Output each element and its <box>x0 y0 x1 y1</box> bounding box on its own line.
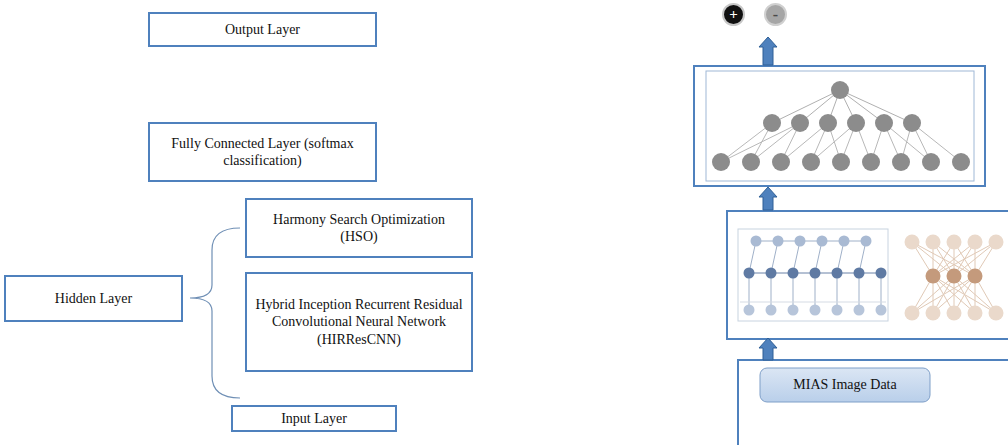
net-node <box>926 306 941 321</box>
net-node <box>854 305 865 316</box>
net-node <box>903 114 921 132</box>
net-node <box>791 114 809 132</box>
net-node <box>847 114 865 132</box>
layer-label: Hybrid Inception Recurrent Residual Conv… <box>255 296 463 349</box>
net-link <box>740 302 886 303</box>
rnn-image-frame <box>738 229 888 321</box>
net-node <box>839 236 850 247</box>
net-node <box>876 268 887 279</box>
net-link <box>881 273 882 310</box>
net-node <box>751 236 762 247</box>
class-symbol: + <box>729 7 738 22</box>
net-node <box>802 153 820 171</box>
net-link <box>749 273 750 310</box>
layer-label: Fully Connected Layer (softmax classific… <box>158 135 367 170</box>
net-node <box>788 305 799 316</box>
net-node <box>862 153 880 171</box>
net-node <box>810 305 821 316</box>
layer-label: Input Layer <box>281 410 347 428</box>
layer-label: Harmony Search Optimization (HSO) <box>255 211 463 246</box>
net-node <box>772 153 790 171</box>
net-link <box>815 273 816 310</box>
net-node <box>989 235 1004 250</box>
net-node <box>817 236 828 247</box>
net-link <box>793 273 794 310</box>
layer-box: Fully Connected Layer (softmax classific… <box>148 122 377 182</box>
cnn-network <box>905 235 1004 321</box>
net-node <box>968 306 983 321</box>
net-node <box>773 236 784 247</box>
net-node <box>947 235 962 250</box>
hidden-panel <box>727 211 1008 339</box>
net-node <box>766 268 777 279</box>
net-node <box>795 236 806 247</box>
net-node <box>989 306 1004 321</box>
net-link <box>837 273 838 310</box>
layer-box: Output Layer <box>148 12 377 47</box>
net-node <box>832 153 850 171</box>
fc-network <box>712 81 970 171</box>
layer-box: Hybrid Inception Recurrent Residual Conv… <box>245 272 473 372</box>
net-link <box>912 276 975 313</box>
net-node <box>712 153 730 171</box>
net-node <box>861 236 872 247</box>
flow-arrow <box>759 37 777 65</box>
flow-arrow <box>759 338 777 360</box>
net-node <box>968 269 983 284</box>
net-node <box>788 268 799 279</box>
net-node <box>947 269 962 284</box>
output-class-circle: - <box>764 3 787 26</box>
layer-label: MIAS Image Data <box>793 376 896 394</box>
net-node <box>947 306 962 321</box>
net-node <box>766 305 777 316</box>
net-node <box>926 235 941 250</box>
net-node <box>876 305 887 316</box>
flow-arrow <box>759 187 777 210</box>
rnn-network <box>740 236 887 316</box>
input-panel <box>738 360 1008 445</box>
layer-box: Hidden Layer <box>4 275 183 322</box>
net-node <box>926 269 941 284</box>
net-node <box>832 305 843 316</box>
flow-arrows <box>759 37 777 360</box>
net-node <box>905 235 920 250</box>
net-node <box>892 153 910 171</box>
net-node <box>905 306 920 321</box>
output-class-circle: + <box>722 3 745 26</box>
net-link <box>912 242 975 276</box>
fc-image-frame <box>706 71 974 181</box>
net-node <box>744 305 755 316</box>
net-node <box>854 268 865 279</box>
net-node <box>922 153 940 171</box>
net-node <box>763 114 781 132</box>
layer-box: Input Layer <box>231 405 397 432</box>
layer-box: MIAS Image Data <box>760 368 930 402</box>
layer-box: Harmony Search Optimization (HSO) <box>245 198 473 258</box>
mias-box-fill <box>760 368 930 402</box>
net-link <box>771 273 772 310</box>
net-node <box>831 81 849 99</box>
net-node <box>875 114 893 132</box>
net-node <box>810 268 821 279</box>
fc-panel <box>694 66 985 186</box>
bracket <box>190 228 240 398</box>
net-node <box>832 268 843 279</box>
layer-label: Hidden Layer <box>55 290 132 308</box>
net-node <box>742 153 760 171</box>
class-symbol: - <box>773 7 778 23</box>
net-node <box>968 235 983 250</box>
net-node <box>952 153 970 171</box>
layer-label: Output Layer <box>225 21 300 39</box>
net-node <box>819 114 837 132</box>
net-link <box>859 273 860 310</box>
net-link <box>933 276 996 313</box>
net-node <box>744 268 755 279</box>
